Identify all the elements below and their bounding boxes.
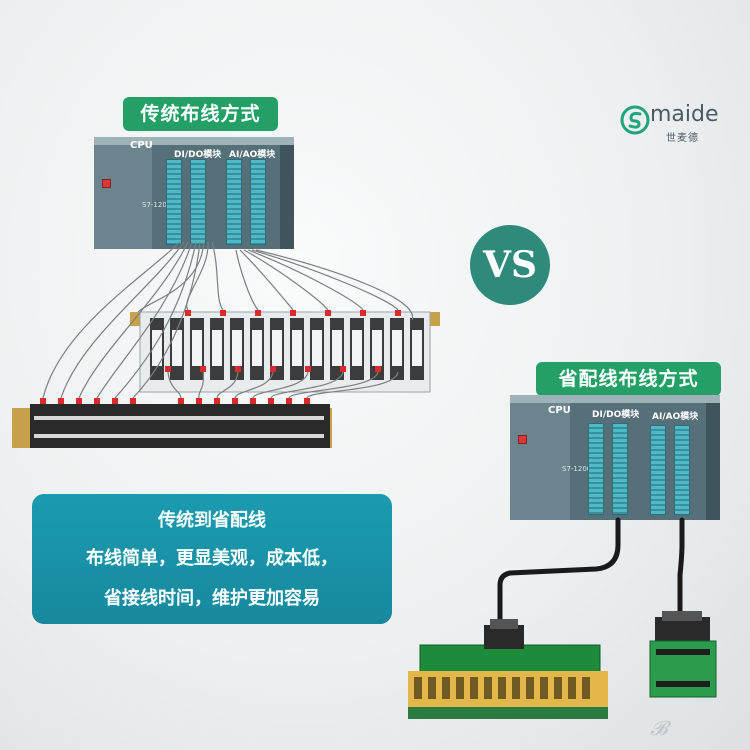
plc-left-dido-label: DI/DO模块: [174, 150, 222, 160]
brand-logo: maide 世麦德: [620, 102, 730, 145]
plc-left: CPU DI/DO模块 AI/AO模块 S7-1200: [94, 137, 294, 249]
benefits-line-1: 布线简单，更显美观，成本低，: [86, 548, 338, 569]
plc-right-dido-label: DI/DO模块: [592, 410, 640, 420]
plc-left-status-led: [102, 179, 111, 188]
benefits-box: 传统到省配线 布线简单，更显美观，成本低， 省接线时间，维护更加容易: [32, 494, 392, 624]
vs-badge: VS: [470, 225, 550, 305]
plc-left-cpu-label: CPU: [130, 140, 153, 151]
saving-wiring-diagram: [408, 517, 717, 719]
plc-left-model: S7-1200: [142, 201, 172, 209]
plc-right: CPU DI/DO模块 AI/AO模块 S7-1200: [510, 395, 720, 520]
plc-right-model: S7-1200: [562, 465, 592, 473]
plc-right-cpu-label: CPU: [548, 405, 571, 416]
plc-left-aiao-label: AI/AO模块: [229, 150, 276, 160]
traditional-wiring-diagram: [12, 241, 440, 448]
traditional-wiring-label: 传统布线方式: [123, 97, 278, 131]
saving-wiring-label: 省配线布线方式: [536, 362, 721, 396]
logo-subtitle: 世麦德: [666, 133, 699, 144]
plc-right-aiao-label: AI/AO模块: [652, 412, 699, 422]
maide-s-logo-icon: [620, 105, 650, 135]
plc-right-status-led: [518, 435, 527, 444]
watermark: 𝓑: [650, 716, 668, 740]
logo-name: maide: [650, 102, 719, 127]
benefits-line-2: 省接线时间，维护更加容易: [104, 588, 320, 609]
benefits-title: 传统到省配线: [158, 510, 266, 531]
